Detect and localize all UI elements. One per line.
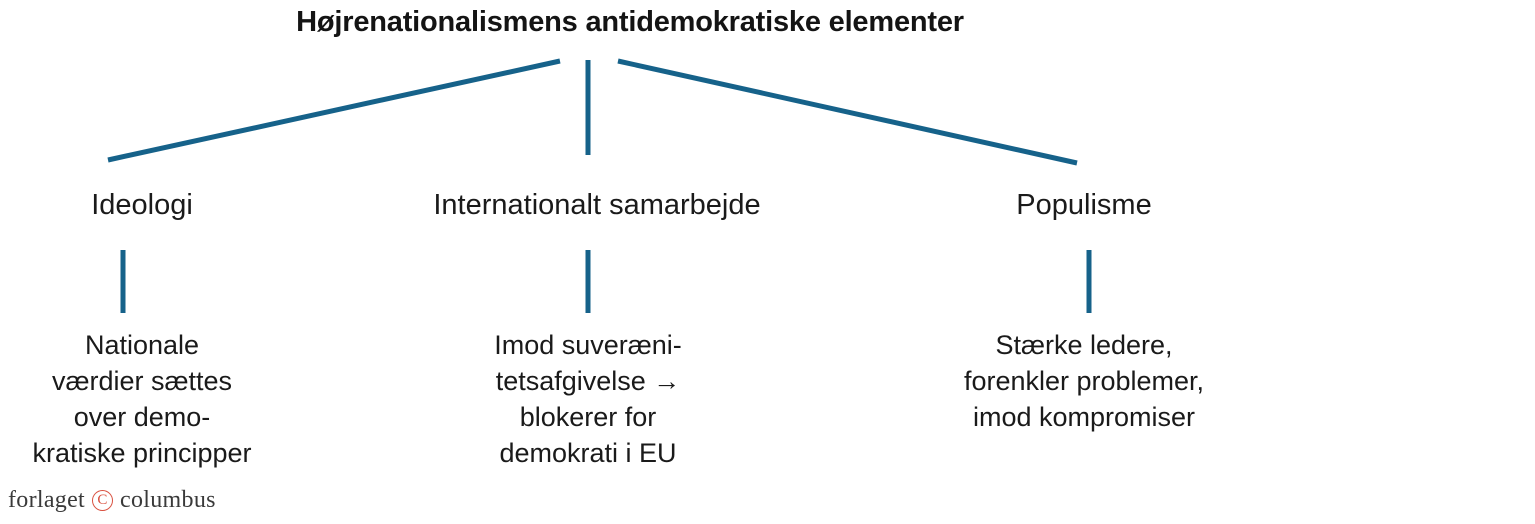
connector-left-diagonal bbox=[107, 58, 561, 163]
detail-block-internationalt-samarbejde: Imod suveræni- tetsafgivelse → blokerer … bbox=[494, 327, 682, 471]
detail-block-populisme: Stærke ledere, forenkler problemer, imod… bbox=[964, 327, 1204, 435]
connector-right-diagonal bbox=[617, 58, 1078, 166]
branch-label-internationalt-samarbejde: Internationalt samarbejde bbox=[433, 189, 761, 221]
detail-line: forenkler problemer, bbox=[963, 366, 1205, 396]
logo-word-columbus: columbus bbox=[120, 487, 216, 513]
branch-label-ideologi: Ideologi bbox=[91, 189, 193, 221]
detail-line: Stærke ledere, bbox=[995, 330, 1173, 360]
detail-line: over demo- bbox=[73, 402, 211, 432]
detail-line: Imod suveræni- bbox=[494, 330, 682, 360]
page-title: Højrenationalismens antidemokratiske ele… bbox=[296, 6, 964, 38]
detail-block-ideologi: Nationale værdier sættes over demo- krat… bbox=[32, 327, 251, 471]
logo-word-forlaget: forlaget bbox=[8, 487, 86, 513]
detail-line: Nationale bbox=[84, 330, 200, 360]
publisher-logo: forlaget C columbus bbox=[8, 487, 216, 514]
detail-line: værdier sættes bbox=[51, 366, 233, 396]
detail-line: kratiske principper bbox=[32, 438, 252, 468]
branch-label-populisme: Populisme bbox=[1016, 189, 1152, 221]
copyright-icon: C bbox=[92, 490, 114, 511]
detail-line: tetsafgivelse → bbox=[495, 366, 681, 396]
detail-line: imod kompromiser bbox=[972, 402, 1196, 432]
detail-line: blokerer for bbox=[519, 402, 657, 432]
detail-line: demokrati i EU bbox=[499, 438, 677, 468]
